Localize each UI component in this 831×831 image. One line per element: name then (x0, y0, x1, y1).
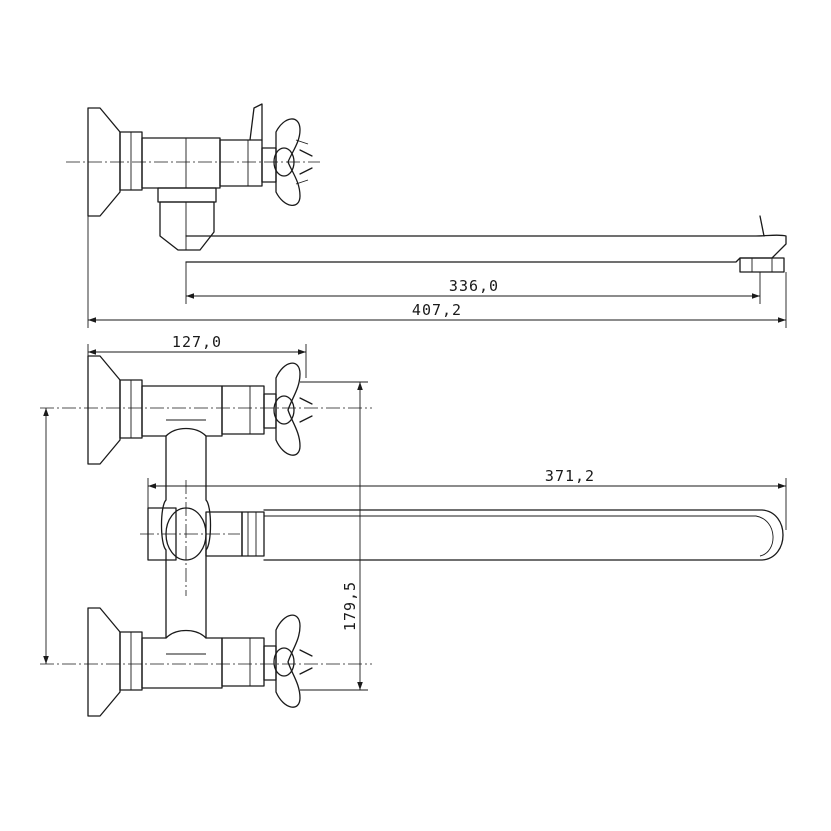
top-cross-handle-upper (263, 362, 313, 456)
side-spout-collar (159, 201, 215, 251)
dim-label-overall: 407,2 (412, 301, 462, 319)
side-body (141, 137, 221, 189)
top-view: 127,0 371,2 179,5 (40, 333, 787, 717)
dim-label-inlet-spacing: 179,5 (341, 581, 359, 631)
side-diverter (157, 187, 217, 203)
top-flange-upper (87, 355, 121, 465)
side-valve-housing (219, 139, 263, 187)
side-lever (249, 103, 263, 141)
side-spout (185, 234, 787, 263)
top-spout-collar (241, 511, 265, 557)
dim-label-spout-top: 371,2 (545, 467, 595, 485)
dim-label-body-depth: 127,0 (172, 333, 222, 351)
top-spout (263, 509, 784, 561)
side-aerator (739, 257, 785, 273)
top-cross-handle-lower (263, 614, 313, 708)
top-flange-lower (87, 607, 121, 717)
side-view: 336,0 407,2 (66, 103, 787, 328)
dim-label-spout-side: 336,0 (449, 277, 499, 295)
